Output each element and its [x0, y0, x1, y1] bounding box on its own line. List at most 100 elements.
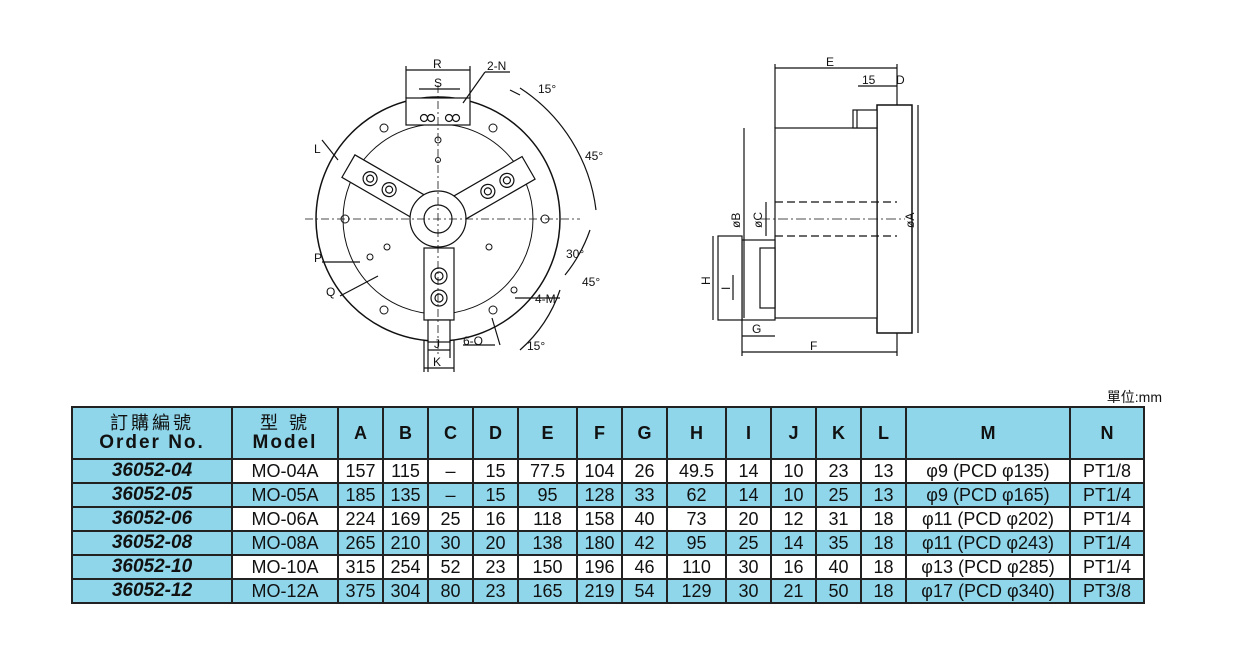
header-col-g: G: [621, 406, 668, 460]
dim-label-d: D: [896, 73, 905, 87]
dim-label-15deg-bottom: 15°: [527, 339, 545, 353]
dim-cell-d: 23: [472, 554, 519, 580]
dim-label-2n: 2-N: [487, 59, 506, 73]
dim-cell-m: φ11 (PCD φ243): [905, 530, 1071, 556]
table-header-row: 訂購編號 Order No. 型 號 Model A B C D E F G H…: [71, 406, 1145, 460]
dim-cell-e: 165: [517, 578, 578, 604]
dim-cell-n: PT1/8: [1069, 458, 1145, 484]
dim-cell-e: 95: [517, 482, 578, 508]
header-col-m: M: [905, 406, 1071, 460]
dim-cell-g: 54: [621, 578, 668, 604]
dim-cell-h: 73: [666, 506, 727, 532]
dim-cell-c: 52: [427, 554, 474, 580]
front-view-labels: R S 2-N 15° 45° L P Q 30° 45° 4-M 6-O 15…: [314, 57, 603, 369]
dim-cell-l: 18: [860, 554, 907, 580]
dim-cell-b: 210: [382, 530, 429, 556]
dim-cell-g: 46: [621, 554, 668, 580]
header-col-c: C: [427, 406, 474, 460]
dim-label-4m: 4-M: [535, 292, 556, 306]
dim-cell-d: 23: [472, 578, 519, 604]
order-number-cell: 36052-08: [71, 530, 233, 556]
dim-cell-d: 15: [472, 458, 519, 484]
dim-cell-c: 80: [427, 578, 474, 604]
header-col-e: E: [517, 406, 578, 460]
dim-cell-n: PT1/4: [1069, 530, 1145, 556]
dim-cell-b: 115: [382, 458, 429, 484]
dim-label-g: G: [752, 322, 761, 336]
dim-cell-f: 104: [576, 458, 623, 484]
order-number-cell: 36052-12: [71, 578, 233, 604]
dim-cell-j: 10: [770, 458, 817, 484]
dim-cell-k: 35: [815, 530, 862, 556]
dim-cell-i: 30: [725, 578, 772, 604]
model-cell: MO-06A: [231, 506, 339, 532]
dim-cell-a: 224: [337, 506, 384, 532]
dim-cell-h: 62: [666, 482, 727, 508]
header-order-zh: 訂購編號: [110, 413, 194, 433]
dim-cell-b: 169: [382, 506, 429, 532]
model-cell: MO-10A: [231, 554, 339, 580]
dim-label-45deg-bottom: 45°: [582, 275, 600, 289]
dim-cell-f: 128: [576, 482, 623, 508]
technical-drawings: R S 2-N 15° 45° L P Q 30° 45° 4-M 6-O 15…: [305, 55, 919, 372]
order-number-cell: 36052-06: [71, 506, 233, 532]
dim-cell-l: 18: [860, 506, 907, 532]
dim-label-e: E: [826, 55, 834, 69]
header-col-j: J: [770, 406, 817, 460]
dim-label-oc: øC: [751, 212, 765, 228]
dim-cell-g: 42: [621, 530, 668, 556]
dim-cell-i: 30: [725, 554, 772, 580]
order-number-cell: 36052-04: [71, 458, 233, 484]
dim-cell-h: 49.5: [666, 458, 727, 484]
header-order-no: 訂購編號 Order No.: [71, 406, 233, 460]
dim-label-l: L: [314, 142, 321, 156]
dim-cell-f: 158: [576, 506, 623, 532]
dim-label-q: Q: [326, 285, 335, 299]
dim-cell-d: 15: [472, 482, 519, 508]
dim-label-j: J: [434, 337, 440, 351]
dim-cell-n: PT1/4: [1069, 554, 1145, 580]
dim-cell-g: 26: [621, 458, 668, 484]
dim-label-15deg-top: 15°: [538, 82, 556, 96]
dim-cell-j: 10: [770, 482, 817, 508]
header-col-i: I: [725, 406, 772, 460]
dim-cell-j: 16: [770, 554, 817, 580]
spec-table: 訂購編號 Order No. 型 號 Model A B C D E F G H…: [71, 406, 1145, 604]
dim-cell-c: 25: [427, 506, 474, 532]
dim-cell-i: 14: [725, 458, 772, 484]
dim-cell-a: 157: [337, 458, 384, 484]
dim-cell-k: 25: [815, 482, 862, 508]
dim-cell-c: –: [427, 482, 474, 508]
dim-cell-m: φ9 (PCD φ165): [905, 482, 1071, 508]
dim-label-f: F: [810, 339, 817, 353]
header-col-a: A: [337, 406, 384, 460]
dim-cell-i: 20: [725, 506, 772, 532]
dim-cell-n: PT1/4: [1069, 482, 1145, 508]
dim-cell-e: 150: [517, 554, 578, 580]
dim-cell-n: PT3/8: [1069, 578, 1145, 604]
unit-label: 單位:mm: [1106, 389, 1162, 405]
dim-label-i: I: [719, 287, 733, 290]
dim-label-30deg: 30°: [566, 247, 584, 261]
dim-cell-i: 14: [725, 482, 772, 508]
dim-cell-h: 95: [666, 530, 727, 556]
dim-cell-n: PT1/4: [1069, 506, 1145, 532]
order-number-cell: 36052-10: [71, 554, 233, 580]
dim-label-15: 15: [862, 73, 876, 87]
dim-cell-h: 110: [666, 554, 727, 580]
dim-cell-l: 18: [860, 530, 907, 556]
dim-cell-k: 50: [815, 578, 862, 604]
dim-cell-g: 40: [621, 506, 668, 532]
side-view: [712, 64, 919, 356]
dim-cell-b: 135: [382, 482, 429, 508]
dim-cell-l: 18: [860, 578, 907, 604]
dim-cell-f: 219: [576, 578, 623, 604]
dim-cell-h: 129: [666, 578, 727, 604]
dim-cell-m: φ13 (PCD φ285): [905, 554, 1071, 580]
dim-cell-k: 23: [815, 458, 862, 484]
dim-cell-a: 265: [337, 530, 384, 556]
dim-cell-f: 180: [576, 530, 623, 556]
